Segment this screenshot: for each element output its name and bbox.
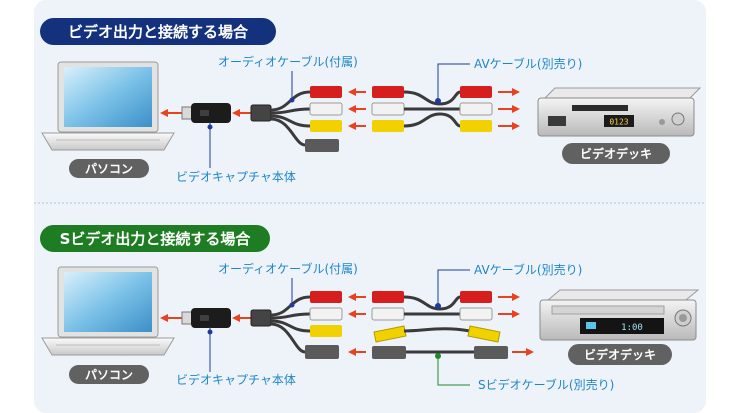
arrow-to-pc	[160, 109, 182, 117]
arrows-left	[348, 293, 366, 356]
section-title-text: ビデオ出力と接続する場合	[68, 23, 249, 41]
deck-label-text: ビデオデッキ	[584, 347, 656, 362]
laptop-icon	[41, 61, 175, 151]
svideo-plug-icon	[305, 139, 339, 152]
av-cable	[371, 291, 501, 343]
capture-device-icon	[181, 308, 231, 328]
deck-label: ビデオデッキ	[562, 143, 670, 164]
audio-cable-label: オーディオケーブル(付属)	[218, 54, 358, 69]
pc-label-text: パソコン	[85, 368, 133, 382]
deck-label: ビデオデッキ	[568, 344, 672, 365]
section-title: ビデオ出力と接続する場合	[40, 18, 276, 45]
audio-cable	[250, 86, 343, 152]
vcr-display: 1:00	[621, 323, 643, 333]
arrow-to-pc	[160, 314, 182, 322]
pc-label-text: パソコン	[85, 162, 133, 176]
svideo-cable	[372, 346, 508, 359]
section-video: ビデオ出力と接続する場合 パソコン	[40, 18, 702, 184]
vcr-icon: 0123	[537, 87, 702, 137]
arrow-to-capture	[232, 109, 251, 117]
section-title-text: Sビデオ出力と接続する場合	[60, 230, 252, 248]
pc-label: パソコン	[69, 365, 149, 384]
capture-label: ビデオキャプチャ本体	[176, 169, 296, 184]
av-cable-label: AVケーブル(別売り)	[474, 56, 582, 71]
arrows-left	[348, 88, 366, 130]
av-cable-label: AVケーブル(別売り)	[474, 262, 582, 277]
arrows-right	[498, 293, 534, 356]
av-cable	[371, 86, 493, 132]
laptop-icon	[41, 266, 175, 356]
arrow-to-capture	[232, 314, 251, 322]
capture-device-icon	[181, 103, 231, 123]
arrows-right	[498, 88, 520, 130]
rca-plug-icon	[309, 291, 343, 337]
svideo-plug-icon	[305, 345, 339, 359]
audio-cable	[250, 291, 343, 359]
section-title: Sビデオ出力と接続する場合	[40, 225, 270, 252]
rca-plug-icon	[309, 86, 343, 132]
vcr-display: 0123	[609, 118, 628, 127]
capture-label: ビデオキャプチャ本体	[176, 372, 296, 387]
deck-label-text: ビデオデッキ	[580, 146, 652, 161]
section-svideo: Sビデオ出力と接続する場合 パソコン ビデオキャプチャ本体	[40, 225, 700, 392]
svideo-cable-label: Sビデオケーブル(別売り)	[478, 377, 614, 392]
pc-label: パソコン	[69, 159, 149, 178]
vcr-icon: 1:00	[539, 289, 700, 341]
audio-cable-label: オーディオケーブル(付属)	[218, 261, 358, 276]
